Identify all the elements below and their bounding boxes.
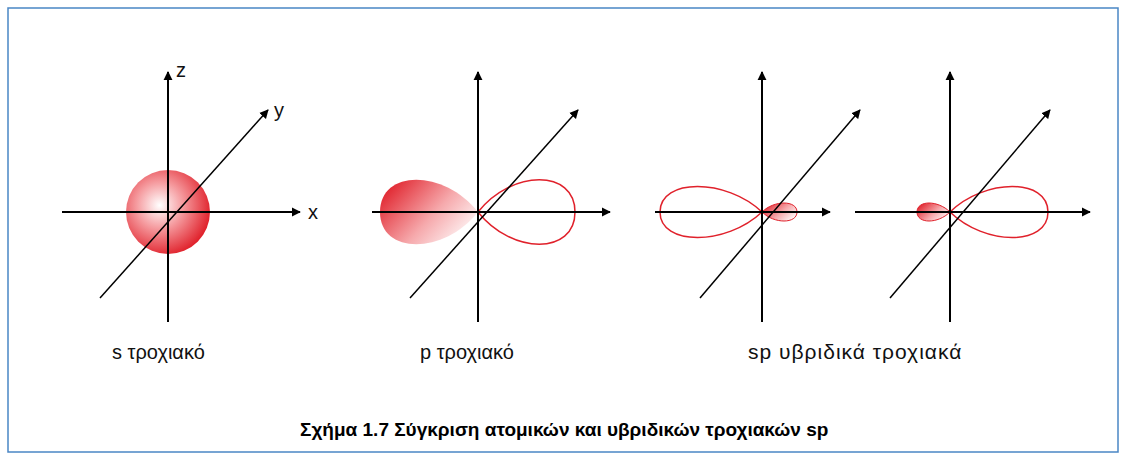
- x-axis: [372, 211, 610, 213]
- figure-caption: Σχήμα 1.7 Σύγκριση ατομικών και υβριδικώ…: [300, 418, 828, 442]
- y-axis: [410, 110, 578, 298]
- axis-label: z: [176, 58, 186, 82]
- p-orbital-figure: [372, 72, 610, 322]
- sp-hybrid-figure: [655, 72, 860, 322]
- y-axis: [890, 110, 1050, 298]
- orbital-label: s τροχιακό: [112, 340, 205, 364]
- x-axis: [655, 211, 830, 213]
- orbital-label: p τροχιακό: [420, 340, 514, 364]
- sp-hybrid-figure: [855, 72, 1090, 322]
- s-orbital-figure: [62, 72, 300, 322]
- x-axis: [855, 211, 1090, 213]
- axis-label: y: [274, 98, 284, 122]
- z-axis: [477, 72, 479, 322]
- y-axis: [700, 110, 860, 298]
- z-axis: [167, 72, 169, 322]
- z-axis: [949, 72, 951, 322]
- axis-label: x: [308, 200, 318, 224]
- y-axis: [100, 110, 268, 298]
- x-axis: [62, 211, 300, 213]
- z-axis: [761, 72, 763, 322]
- figure-frame: [8, 8, 1118, 452]
- orbital-label: sp υβριδικά τροχιακά: [748, 340, 962, 364]
